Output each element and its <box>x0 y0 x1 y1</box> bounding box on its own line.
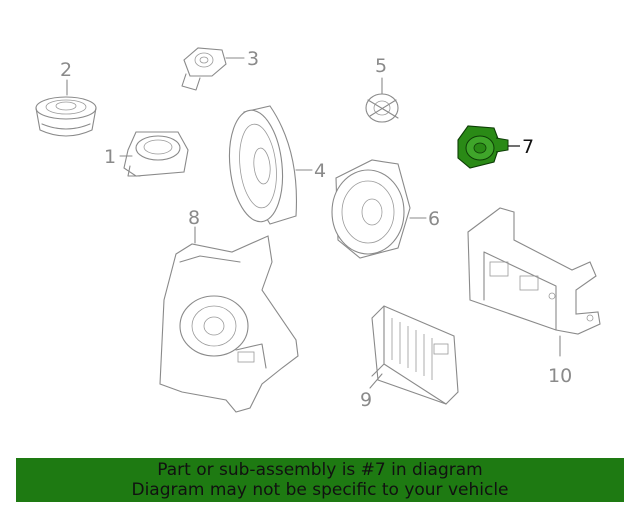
part-5-grille[interactable] <box>365 93 399 123</box>
part-10-bracket[interactable] <box>467 207 601 335</box>
callout-3[interactable]: 3 <box>247 48 259 70</box>
banner-line-1: Part or sub-assembly is #7 in diagram <box>157 460 483 480</box>
callout-1[interactable]: 1 <box>104 146 116 168</box>
info-banner: Part or sub-assembly is #7 in diagram Di… <box>16 458 624 502</box>
part-6-speaker[interactable] <box>331 159 411 259</box>
callout-9[interactable]: 9 <box>360 389 372 411</box>
callout-10[interactable]: 10 <box>548 365 572 387</box>
part-4-speaker[interactable] <box>224 105 297 225</box>
part-3-tweeter[interactable] <box>181 47 227 91</box>
callout-4[interactable]: 4 <box>314 160 326 182</box>
banner-line-2: Diagram may not be specific to your vehi… <box>131 480 509 500</box>
callout-2[interactable]: 2 <box>60 59 72 81</box>
callout-6[interactable]: 6 <box>428 208 440 230</box>
callout-7[interactable]: 7 <box>522 136 534 158</box>
parts-diagram: 2 3 1 4 5 7 <box>35 47 601 413</box>
callout-8[interactable]: 8 <box>188 207 200 229</box>
part-8-enclosure[interactable] <box>159 235 299 413</box>
part-2-speaker[interactable] <box>35 96 97 137</box>
part-7-tweeter-highlighted[interactable] <box>457 125 509 169</box>
callout-5[interactable]: 5 <box>375 55 387 77</box>
part-9-amplifier[interactable] <box>371 305 459 405</box>
part-1-tweeter[interactable] <box>123 131 189 177</box>
leader-9 <box>369 373 383 389</box>
